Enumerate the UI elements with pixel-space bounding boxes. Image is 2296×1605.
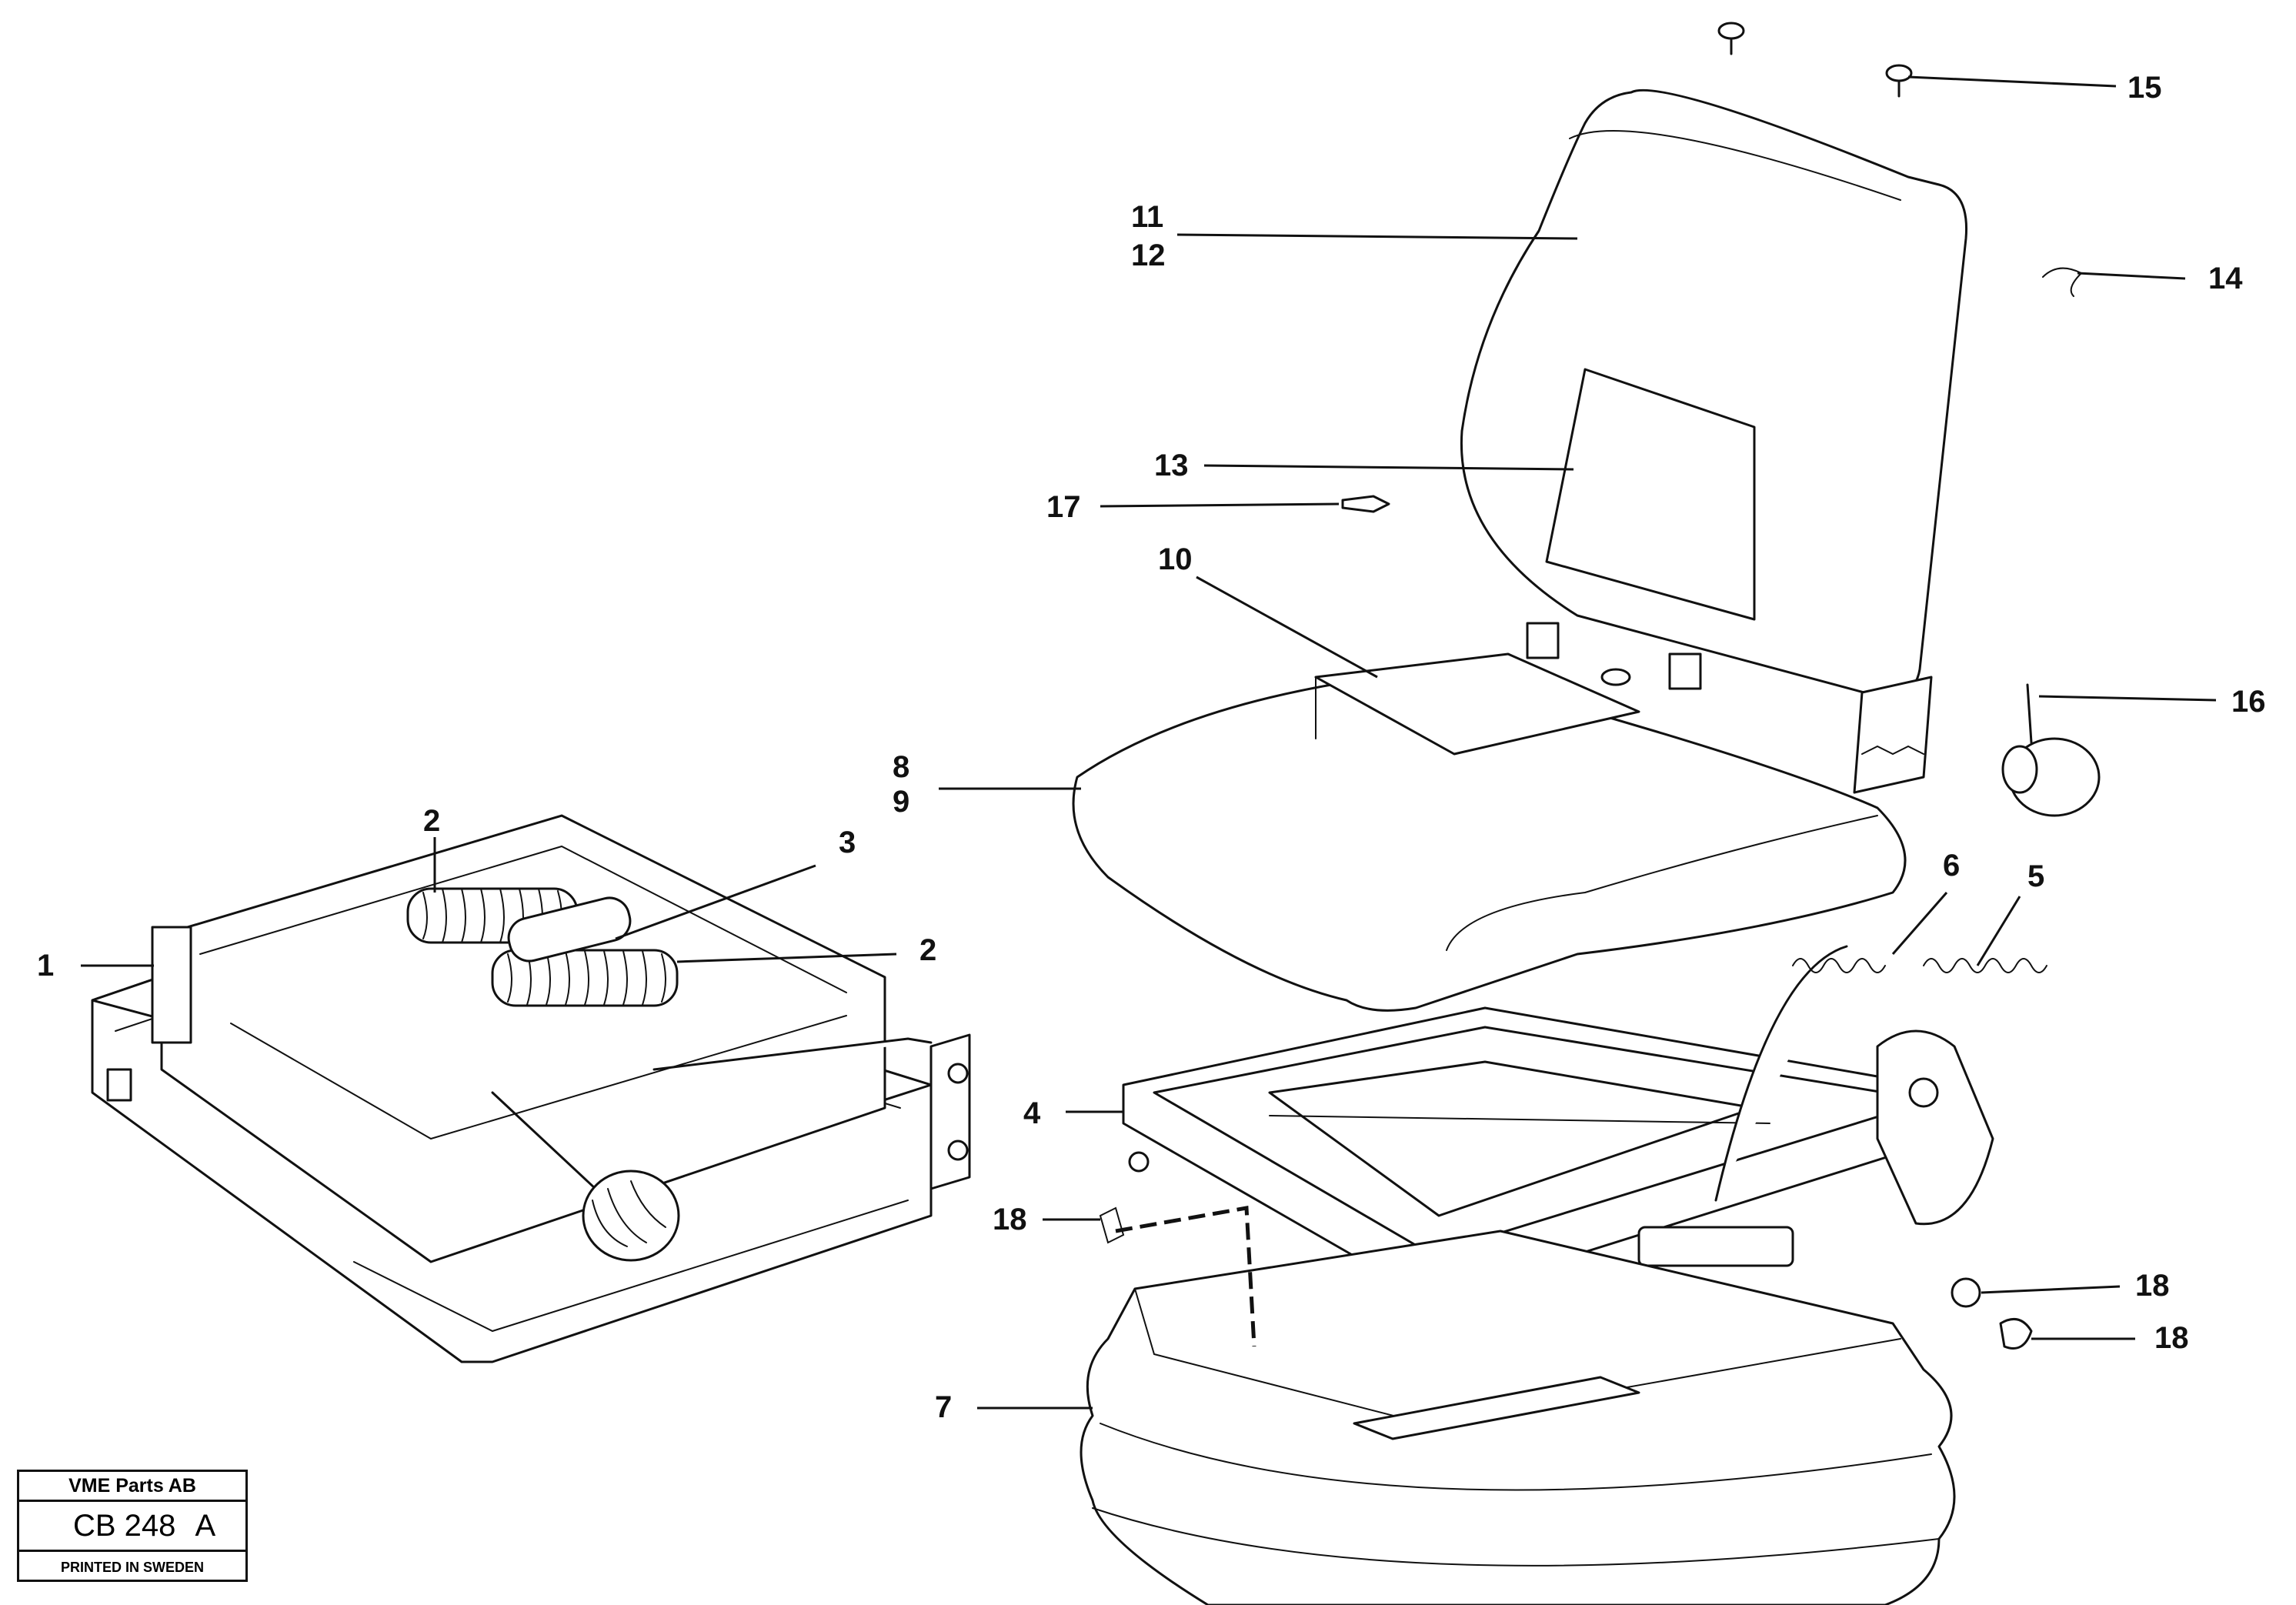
callout-1: 1 <box>37 949 54 983</box>
pin-15 <box>1885 64 1913 82</box>
callout-12: 12 <box>1131 239 1166 272</box>
callout-6: 6 <box>1943 849 1960 883</box>
clip-18a <box>1099 1206 1125 1244</box>
backrest <box>1460 88 1968 794</box>
callout-14: 14 <box>2208 262 2243 295</box>
spring-5 <box>1923 958 2047 973</box>
clip-18c <box>1999 1317 2033 1350</box>
seat-frame <box>1122 945 1994 1303</box>
company-name: VME Parts AB <box>19 1472 245 1502</box>
hardware <box>1099 22 2083 1350</box>
leader-lines <box>81 75 2217 1410</box>
callout-16: 16 <box>2231 685 2266 719</box>
clip-14 <box>2042 267 2083 297</box>
callout-11: 11 <box>1131 200 1163 234</box>
drawing-revision: A <box>195 1509 216 1543</box>
spring-lower <box>491 949 679 1007</box>
pin-top-left <box>1717 22 1745 40</box>
callout-13: 13 <box>1154 449 1189 482</box>
callout-9: 9 <box>893 785 909 819</box>
callout-18-right-lower: 18 <box>2154 1321 2189 1355</box>
callout-18-left: 18 <box>993 1203 1027 1236</box>
dashed-connector <box>1115 1206 1256 1347</box>
drawing-number: CB 248 A <box>19 1502 245 1552</box>
callout-5: 5 <box>2027 859 2044 893</box>
title-block: VME Parts AB CB 248 A PRINTED IN SWEDEN <box>17 1470 248 1582</box>
callout-15: 15 <box>2127 71 2162 105</box>
callout-3: 3 <box>839 826 856 859</box>
backrest-tilt-knob <box>2001 683 2101 817</box>
nut-18b <box>1951 1277 1981 1308</box>
callout-2-lower: 2 <box>919 933 936 967</box>
callout-2-upper: 2 <box>423 804 440 838</box>
height-adjust-knob <box>491 1091 680 1262</box>
callout-labels: 1 2 2 3 4 5 6 7 8 9 10 11 12 13 14 15 16… <box>37 71 2266 1424</box>
spring-6 <box>1792 958 1886 973</box>
print-footer: PRINTED IN SWEDEN <box>60 1560 204 1575</box>
callout-10: 10 <box>1158 542 1193 576</box>
drawing-code: CB 248 <box>73 1509 176 1543</box>
callout-18-right-upper: 18 <box>2135 1269 2170 1303</box>
callout-7: 7 <box>935 1390 952 1424</box>
callout-8: 8 <box>893 750 909 784</box>
seat-cushion <box>1072 652 1907 1012</box>
bolt-17 <box>1341 495 1390 513</box>
suspension-mechanism <box>91 814 971 1363</box>
callout-4: 4 <box>1023 1096 1041 1130</box>
bellows <box>1080 1230 1956 1605</box>
callout-17: 17 <box>1046 490 1081 524</box>
